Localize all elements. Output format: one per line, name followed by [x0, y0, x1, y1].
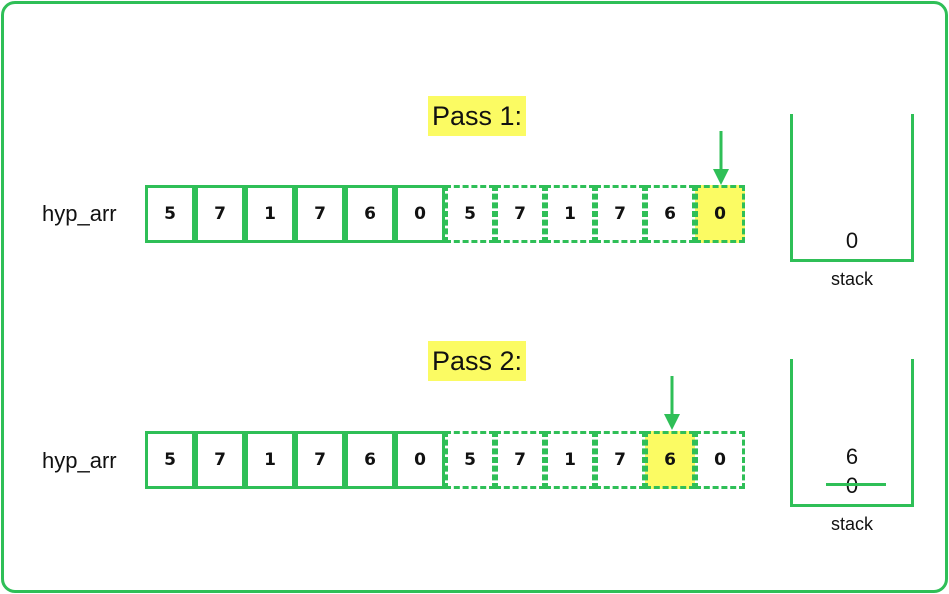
array-cell: 1 — [545, 185, 595, 243]
pass-2-pop-strikethrough — [826, 483, 886, 486]
array-cell: 7 — [595, 431, 645, 489]
array-cell: 5 — [145, 185, 195, 243]
pass-1-stack-item: 0 — [845, 228, 859, 253]
pass-2-pointer-arrow-icon — [664, 376, 680, 430]
array-cell: 7 — [495, 431, 545, 489]
pass-2-stack-popped-item: 0 — [790, 473, 914, 499]
pass-2-title: Pass 2: — [428, 341, 527, 381]
array-cell: 5 — [445, 185, 495, 243]
array-cell: 6 — [645, 185, 695, 243]
array-cell: 0 — [395, 185, 445, 243]
pass-2-stack-top-item: 6 — [845, 444, 859, 469]
array-cell: 6 — [345, 431, 395, 489]
pass-1-stack-label: stack — [830, 269, 873, 289]
array-cell: 1 — [245, 431, 295, 489]
array-cell: 6 — [345, 185, 395, 243]
array-cell: 7 — [295, 185, 345, 243]
array-cell: 5 — [445, 431, 495, 489]
array-cell: 1 — [545, 431, 595, 489]
pass-2-array-label: hyp_arr — [42, 448, 117, 473]
pass-2-stack-label: stack — [830, 514, 873, 534]
array-cell: 0 — [395, 431, 445, 489]
array-cell: 1 — [245, 185, 295, 243]
array-cell: 0 — [695, 431, 745, 489]
array-cell: 7 — [495, 185, 545, 243]
array-cell: 7 — [295, 431, 345, 489]
array-cell: 5 — [145, 431, 195, 489]
array-cell: 6 — [645, 431, 695, 489]
pass-2-stack — [790, 359, 914, 507]
array-cell: 7 — [195, 431, 245, 489]
pass-1-title: Pass 1: — [428, 96, 527, 136]
pass-1-pointer-arrow-icon — [713, 131, 729, 185]
array-cell: 7 — [595, 185, 645, 243]
pass-1-stack — [790, 114, 914, 262]
array-cell: 0 — [695, 185, 745, 243]
pass-1-array-label: hyp_arr — [42, 201, 117, 226]
array-cell: 7 — [195, 185, 245, 243]
